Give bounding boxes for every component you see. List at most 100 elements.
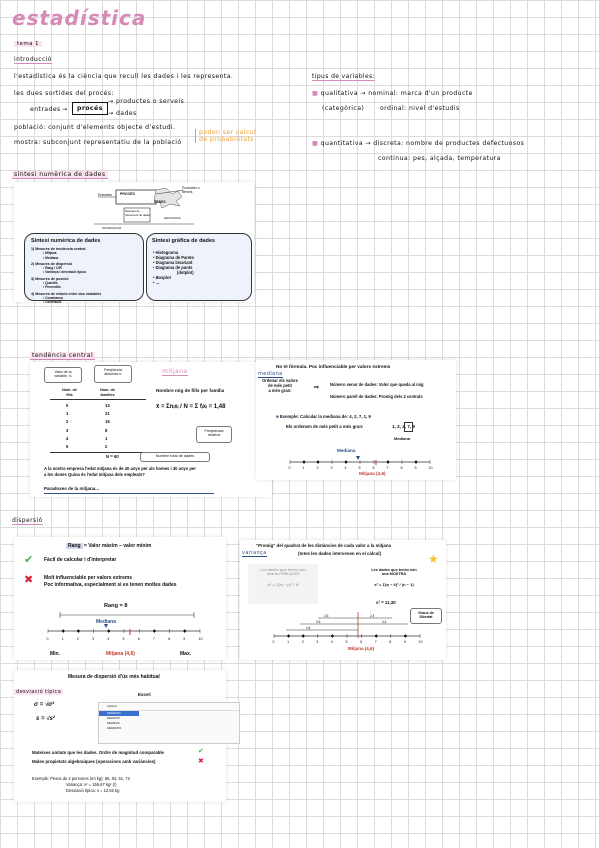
rang-mitjana-label: Mitjana (4,6) xyxy=(106,651,135,657)
mediana-tick-label: 3 xyxy=(330,466,333,470)
median-highlight xyxy=(404,422,413,432)
var-tick-label: 5 xyxy=(345,640,348,644)
tendencia-heading: tendència central xyxy=(30,352,96,360)
var-data-point xyxy=(301,634,305,638)
var-data-point xyxy=(331,634,334,638)
poblacio-text: població: conjunt d'elements objecte d'e… xyxy=(14,124,176,131)
var-tick-label: 10 xyxy=(418,640,423,644)
ordenar-arrow-icon: ⇨ xyxy=(314,385,320,391)
variança-heading: variança xyxy=(242,550,267,557)
mostra-text: mostra: subconjunt representatiu de la p… xyxy=(14,139,182,146)
rang-dotplot xyxy=(47,612,201,635)
rang-tick-label: 5 xyxy=(122,637,125,641)
sintesi-card: Entrades PROCÉS Productes o serveis Mèto… xyxy=(14,182,254,304)
out2-text: → dades xyxy=(108,110,137,117)
rang-tick-label: 2 xyxy=(76,637,79,641)
rang-card: Rang = Valor màxim – valor mínim ✔ Fàcil… xyxy=(14,537,226,660)
mediana-tick-label: 10 xyxy=(428,466,433,470)
mediana-tick-label: 8 xyxy=(400,466,403,470)
facil-text: Fàcil de calcular i d'interpretar xyxy=(44,557,117,563)
var-tick-label: 8 xyxy=(389,640,392,644)
rang-data-point xyxy=(153,629,156,633)
n-total: N = 60 xyxy=(106,454,119,459)
nota-line1: A la nostra empresa l'edat mitjana és de… xyxy=(44,466,196,471)
mediana-tick-label: 1 xyxy=(302,466,305,470)
arrow-icon: → xyxy=(62,106,68,113)
desviacio-heading: desviació típica xyxy=(14,689,64,695)
mediana-card: No té fórmula. Poc influenciable per val… xyxy=(256,360,456,480)
dist-d5: 4,4 xyxy=(382,620,387,624)
mediana-tick-label: 5 xyxy=(358,466,361,470)
ordenem-text: Els ordenem de més petit a més gran: xyxy=(286,424,364,429)
diag-decisions: DECISIONS xyxy=(164,216,181,220)
freq-rel-box: Freqüència relativa xyxy=(196,426,232,443)
parell-text: Número parell de dades: Promig dels 2 ce… xyxy=(330,394,423,399)
dist-d4: 2,4 xyxy=(370,614,375,618)
poblacio-box: Les dades que tenim són tota la POBLACIÓ… xyxy=(248,564,318,604)
rang-tick-label: 0 xyxy=(46,637,49,641)
rang-data-point xyxy=(61,629,65,633)
exemple-pesos: Exemple: Pesos de 4 persones (en kg): 65… xyxy=(32,776,130,781)
var-data-point xyxy=(404,634,407,638)
var-tick-label: 2 xyxy=(301,640,304,644)
sintesi-numerica-box: Síntesi numèrica de dades 1) Mesures de … xyxy=(24,233,144,304)
check-icon: ✔ xyxy=(24,553,34,566)
out1-text: → productes o serveis xyxy=(108,98,185,105)
var-tick-label: 3 xyxy=(316,640,319,644)
graus-box: Graus de llibertat xyxy=(410,608,442,624)
mesura-text: Mesura de dispersió d'ús més habitual xyxy=(68,674,160,680)
num-list: 1) Mesures de tendència central • Mitjan… xyxy=(31,247,102,305)
rang-tick-label: 9 xyxy=(183,637,186,641)
rang-definition: Rang = Valor màxim – valor mínim xyxy=(66,543,152,549)
promig-text: "Promig" del quadrat de les distàncies d… xyxy=(256,543,391,548)
mateixes-text: Mateixes unitats que les dades. Ordre de… xyxy=(32,750,165,755)
nombre-mig: Nombre mig de fills per família xyxy=(156,388,225,393)
cross-icon: ✖ xyxy=(24,573,34,586)
desviacio-card: Mesura de dispersió d'ús més habitual de… xyxy=(14,670,240,802)
sintesi-heading: síntesi numèrica de dades xyxy=(12,171,108,179)
quantitativa-text: ■ quantitativa → discreta: nombre de pro… xyxy=(312,140,525,147)
diag-informacio: INFORMACIÓ xyxy=(102,226,122,230)
disp-mediana-label: Mediana xyxy=(96,619,117,625)
ordinal-text: ordinal: nivel d'estudis xyxy=(380,105,460,112)
totes-text: (totes les dades intervenen en el càlcul… xyxy=(298,551,381,556)
var-tick-label: 6 xyxy=(360,640,363,644)
rang-tick-label: 8 xyxy=(168,637,171,641)
entrades-text: entrades xyxy=(30,106,61,113)
rang8-label: Rang = 8 xyxy=(104,603,128,609)
mediana-data-point xyxy=(316,460,320,464)
variança-card: "Promig" del quadrat de les distàncies d… xyxy=(240,540,446,660)
rang-data-point xyxy=(107,629,111,633)
variança-dotplot xyxy=(273,612,421,638)
excel-screenshot: varianza DESVEST.M DESVEST.P DESVESTA DE… xyxy=(98,702,240,744)
qualitativa-text: ■ qualitativa → nominal: marca d'un prod… xyxy=(312,90,473,97)
min-label: Min. xyxy=(50,651,60,657)
molt-text: Molt influenciable per valors extrems xyxy=(44,575,133,581)
graf-list: • Histograma • Diagrama de Pareto • Diag… xyxy=(153,250,195,285)
mediana-top: No té fórmula. Poc influenciable per val… xyxy=(276,364,391,369)
table-col1: 0 1 2 3 4 5 xyxy=(66,403,69,450)
mediana-tick-label: 9 xyxy=(414,466,417,470)
diag-proces: PROCÉS xyxy=(120,192,135,196)
var-tick-label: 0 xyxy=(272,640,275,644)
rang-data-point xyxy=(183,629,187,633)
nota-line2: a les dones Quina és l'edat mitjana dels… xyxy=(44,472,145,477)
poc-text: Poc informativa, especialment si es tene… xyxy=(44,582,177,588)
valor-box: Valor de la variable: Xᵢ xyxy=(44,367,82,383)
mediana-mitjana-label: Mitjana (4,6) xyxy=(359,471,386,476)
diag-entrades: Entrades xyxy=(98,193,113,197)
rang-tick-label: 6 xyxy=(137,637,140,641)
mediana-heading: mediana xyxy=(258,371,283,378)
mitjana-card: Valor de la variable: Xᵢ Freqüència abso… xyxy=(30,362,272,497)
rang-tick-label: 1 xyxy=(61,637,64,641)
intro-line1: l'estadística és la ciència que recull l… xyxy=(14,73,234,80)
mediana-tick-label: 2 xyxy=(316,466,319,470)
variança-exemple: Variança: s² = 156,67 kg² (!) xyxy=(66,782,117,787)
var-tick-label: 9 xyxy=(403,640,406,644)
table-line-bottom xyxy=(50,452,146,453)
mitjana-heading: mitjana xyxy=(162,368,188,376)
process-diagram xyxy=(94,187,194,225)
num-title: Síntesi numèrica de dades xyxy=(31,238,101,244)
